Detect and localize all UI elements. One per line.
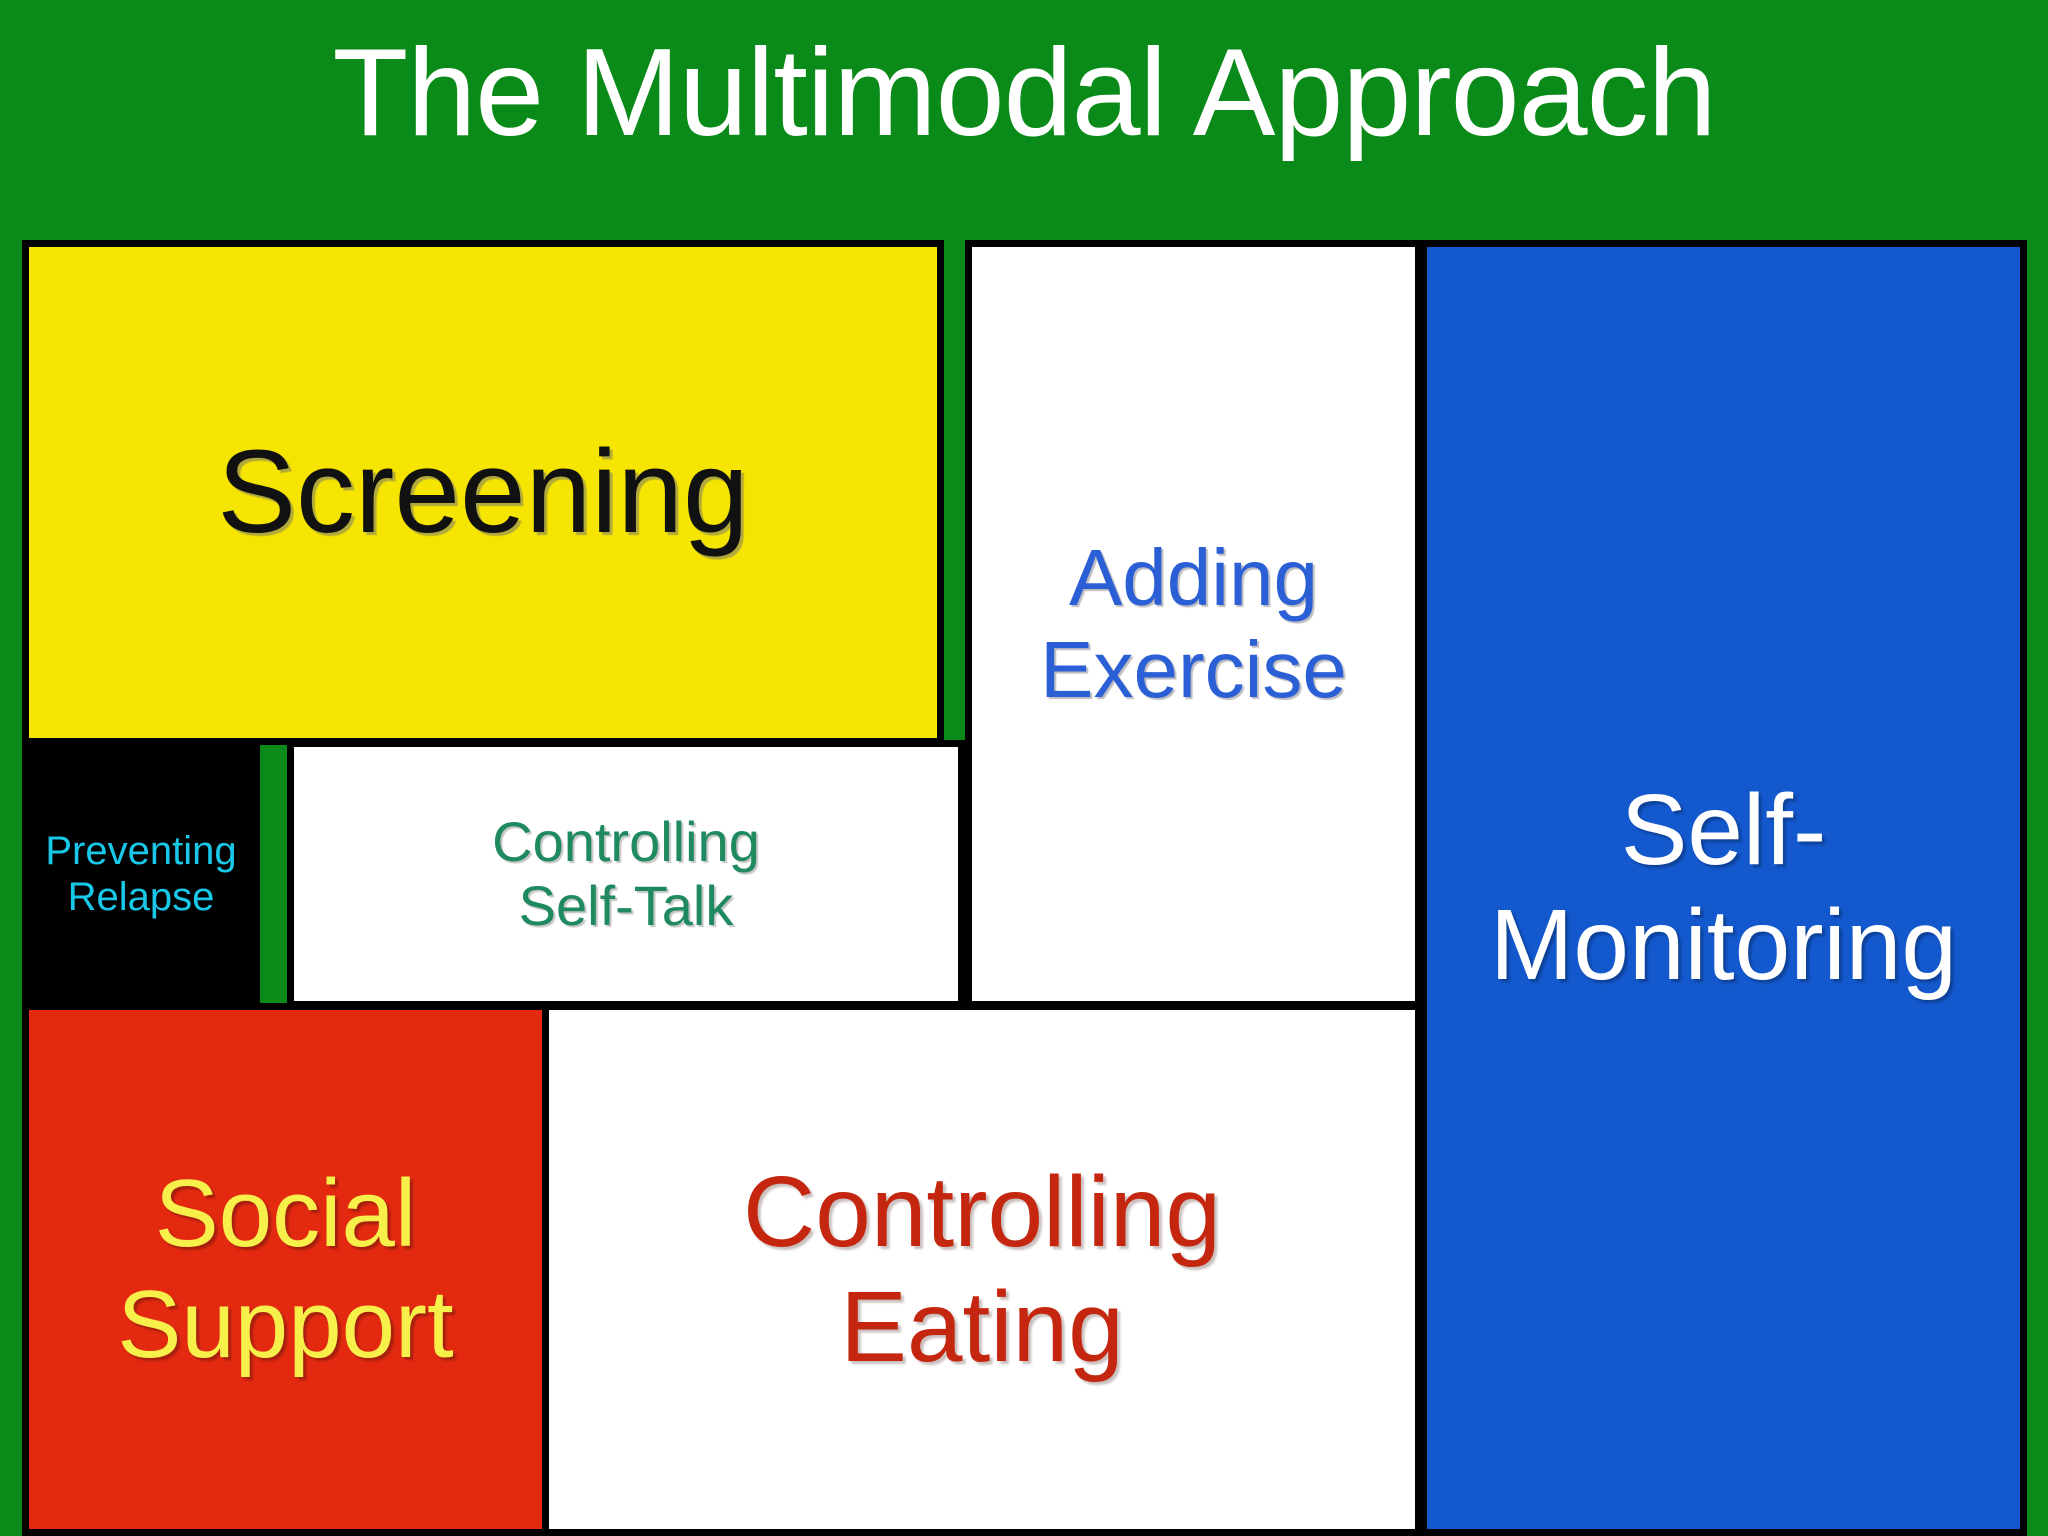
multimodal-grid: Screening Adding Exercise Self- Monitori…	[22, 240, 2027, 1536]
block-controlling-self-talk[interactable]: Controlling Self-Talk	[287, 740, 965, 1008]
block-controlling-eating-label: Controlling Eating	[742, 1155, 1222, 1383]
page-title: The Multimodal Approach	[332, 24, 1716, 162]
block-adding-exercise[interactable]: Adding Exercise	[965, 240, 1422, 1008]
block-controlling-self-talk-label: Controlling Self-Talk	[492, 809, 760, 937]
block-screening-label: Screening	[217, 425, 749, 558]
block-controlling-eating[interactable]: Controlling Eating	[542, 1003, 1422, 1536]
block-self-monitoring-label: Self- Monitoring	[1490, 774, 1957, 1001]
block-preventing-relapse-label: Preventing Relapse	[45, 829, 237, 919]
block-self-monitoring[interactable]: Self- Monitoring	[1420, 240, 2027, 1536]
block-preventing-relapse[interactable]: Preventing Relapse	[22, 740, 260, 1008]
block-adding-exercise-label: Adding Exercise	[1040, 533, 1347, 714]
block-social-support[interactable]: Social Support	[22, 1003, 549, 1536]
block-screening[interactable]: Screening	[22, 240, 944, 745]
block-social-support-label: Social Support	[117, 1160, 454, 1378]
